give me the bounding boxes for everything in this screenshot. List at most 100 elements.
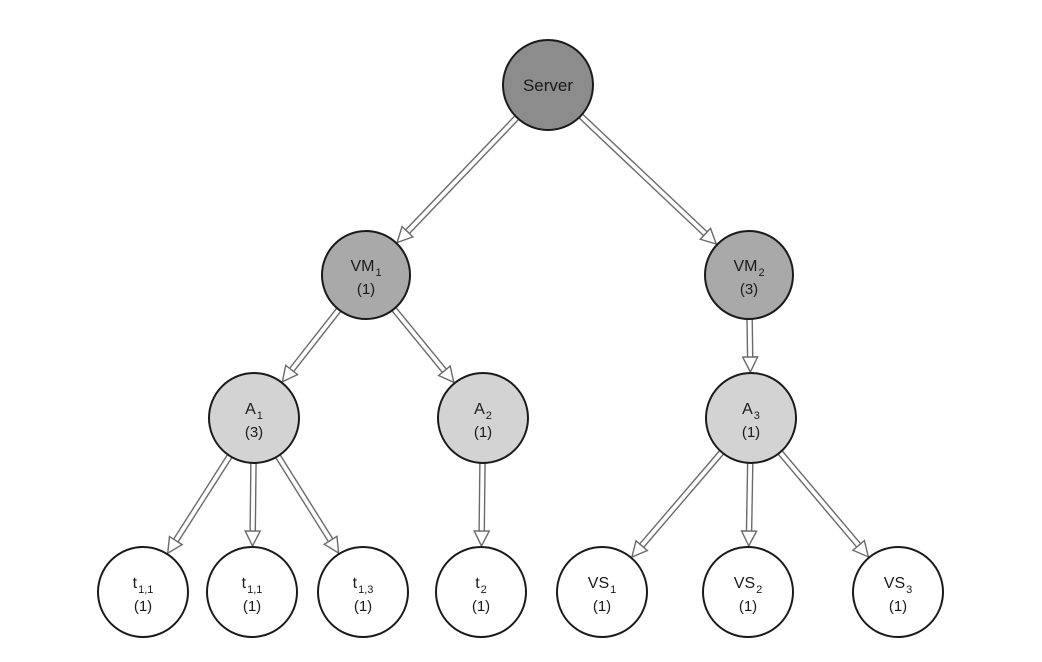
node-t13: t1,3 (1): [317, 546, 409, 638]
edge-arrow-a1-t11a: [166, 454, 233, 555]
node-weight-label: (3): [245, 424, 263, 441]
node-vs3: VS3(1): [852, 546, 944, 638]
node-subscript: 1: [375, 267, 381, 279]
node-weight-label: (1): [739, 598, 757, 615]
node-name-label: A3: [742, 401, 760, 422]
node-name-label: VS2: [734, 575, 762, 596]
node-name-label: A1: [245, 401, 263, 422]
arrow-shaft-line: [275, 457, 330, 543]
arrow-head: [740, 530, 758, 548]
node-name: A: [474, 401, 485, 418]
arrow-shaft-line: [391, 310, 443, 373]
node-vs2: VS2 (1): [702, 546, 794, 638]
node-weight-label: (1): [354, 598, 372, 615]
arrow-shaft-line: [751, 318, 754, 357]
edge-arrow-a1-t11b: [244, 462, 262, 548]
node-subscript: 3: [754, 410, 760, 422]
node-t11a: t1,1 (1): [97, 546, 189, 638]
node-t11b: t1,1 (1): [206, 546, 298, 638]
node-weight-label: (1): [742, 424, 760, 441]
node-name: A: [245, 401, 256, 418]
arrow-shaft-line: [745, 462, 749, 531]
arrow-shaft-line: [173, 454, 229, 540]
node-circle: [317, 546, 409, 638]
node-circle: [97, 546, 189, 638]
node-vs1: VS1 (1): [556, 546, 648, 638]
arrow-shaft-line: [746, 319, 749, 358]
node-weight-label: (1): [472, 598, 490, 615]
node-name-label: t1,1: [242, 575, 263, 596]
node-circle: [705, 372, 797, 464]
node-vm2: VM2 (3): [704, 230, 794, 320]
node-circle: [556, 546, 648, 638]
node-weight-label: (1): [474, 424, 492, 441]
arrow-shaft-line: [781, 450, 862, 545]
edges-layer: [166, 113, 870, 559]
arrow-shaft-line: [289, 307, 338, 369]
arrow-head: [630, 539, 649, 559]
node-name: VS: [734, 575, 755, 592]
node-weight-label: (3): [740, 281, 758, 298]
node-weight-label: (1): [593, 598, 611, 615]
arrow-shaft-line: [177, 456, 233, 543]
edge-arrow-vm2-a3: [741, 318, 759, 374]
node-circle: [208, 372, 300, 464]
node-name-label: t1,1: [133, 575, 154, 596]
arrow-head: [396, 225, 415, 244]
node-subscript: 3: [906, 584, 912, 596]
arrow-shaft-line: [395, 306, 447, 370]
node-name: t: [242, 575, 247, 592]
edge-arrow-a3-vs3: [777, 450, 870, 559]
node-subscript: 2: [481, 584, 487, 596]
node-name-label: A2: [474, 401, 492, 422]
node-subscript: 1,3: [358, 584, 373, 596]
arrow-shaft-line: [293, 310, 342, 373]
node-name: VS: [884, 575, 905, 592]
edge-arrow-server-vm1: [396, 115, 520, 244]
edge-arrow-a3-vs1: [630, 450, 725, 559]
node-name: A: [742, 401, 753, 418]
node-weight-label: (1): [134, 598, 152, 615]
arrow-shaft-line: [582, 113, 708, 233]
node-circle: [321, 230, 411, 320]
edge-arrow-server-vm2: [578, 113, 718, 246]
node-name: VS: [588, 575, 609, 592]
edge-arrow-a3-vs2: [740, 462, 758, 548]
arrow-shaft-line: [643, 453, 725, 548]
arrow-shaft-line: [405, 115, 516, 231]
arrow-shaft-line: [639, 450, 721, 545]
arrow-shaft-line: [249, 462, 252, 531]
node-name-label: VM2: [733, 258, 764, 279]
node-subscript: 2: [486, 410, 492, 422]
node-name-label: VS3: [884, 575, 912, 596]
node-subscript: 2: [758, 267, 764, 279]
arrow-head: [741, 356, 759, 374]
arrow-shaft-line: [478, 462, 481, 531]
node-subscript: 2: [756, 584, 762, 596]
node-weight-label: (1): [357, 281, 375, 298]
arrow-head: [851, 539, 870, 559]
node-subscript: 1,1: [247, 584, 262, 596]
node-circle: [206, 546, 298, 638]
arrow-shaft-line: [408, 118, 520, 234]
arrow-head: [322, 535, 340, 555]
arrow-shaft-line: [777, 453, 858, 548]
node-name: t: [353, 575, 358, 592]
arrow-shaft-line: [750, 463, 754, 532]
node-server: Server: [502, 39, 594, 131]
arrow-head: [473, 530, 491, 548]
node-weight-label: (1): [243, 598, 261, 615]
arrow-head: [698, 227, 718, 246]
arrow-shaft-line: [483, 463, 486, 532]
arrow-shaft-line: [254, 463, 257, 532]
edge-arrow-a2-t2: [473, 462, 491, 548]
node-subscript: 1: [610, 584, 616, 596]
edge-arrow-vm1-a2: [391, 306, 455, 384]
node-t2: t2(1): [435, 546, 527, 638]
node-a2: A2 (1): [437, 372, 529, 464]
node-name-label: t1,3: [353, 575, 374, 596]
arrow-shaft-line: [279, 454, 334, 540]
node-circle: [704, 230, 794, 320]
node-name: VM: [350, 258, 374, 275]
